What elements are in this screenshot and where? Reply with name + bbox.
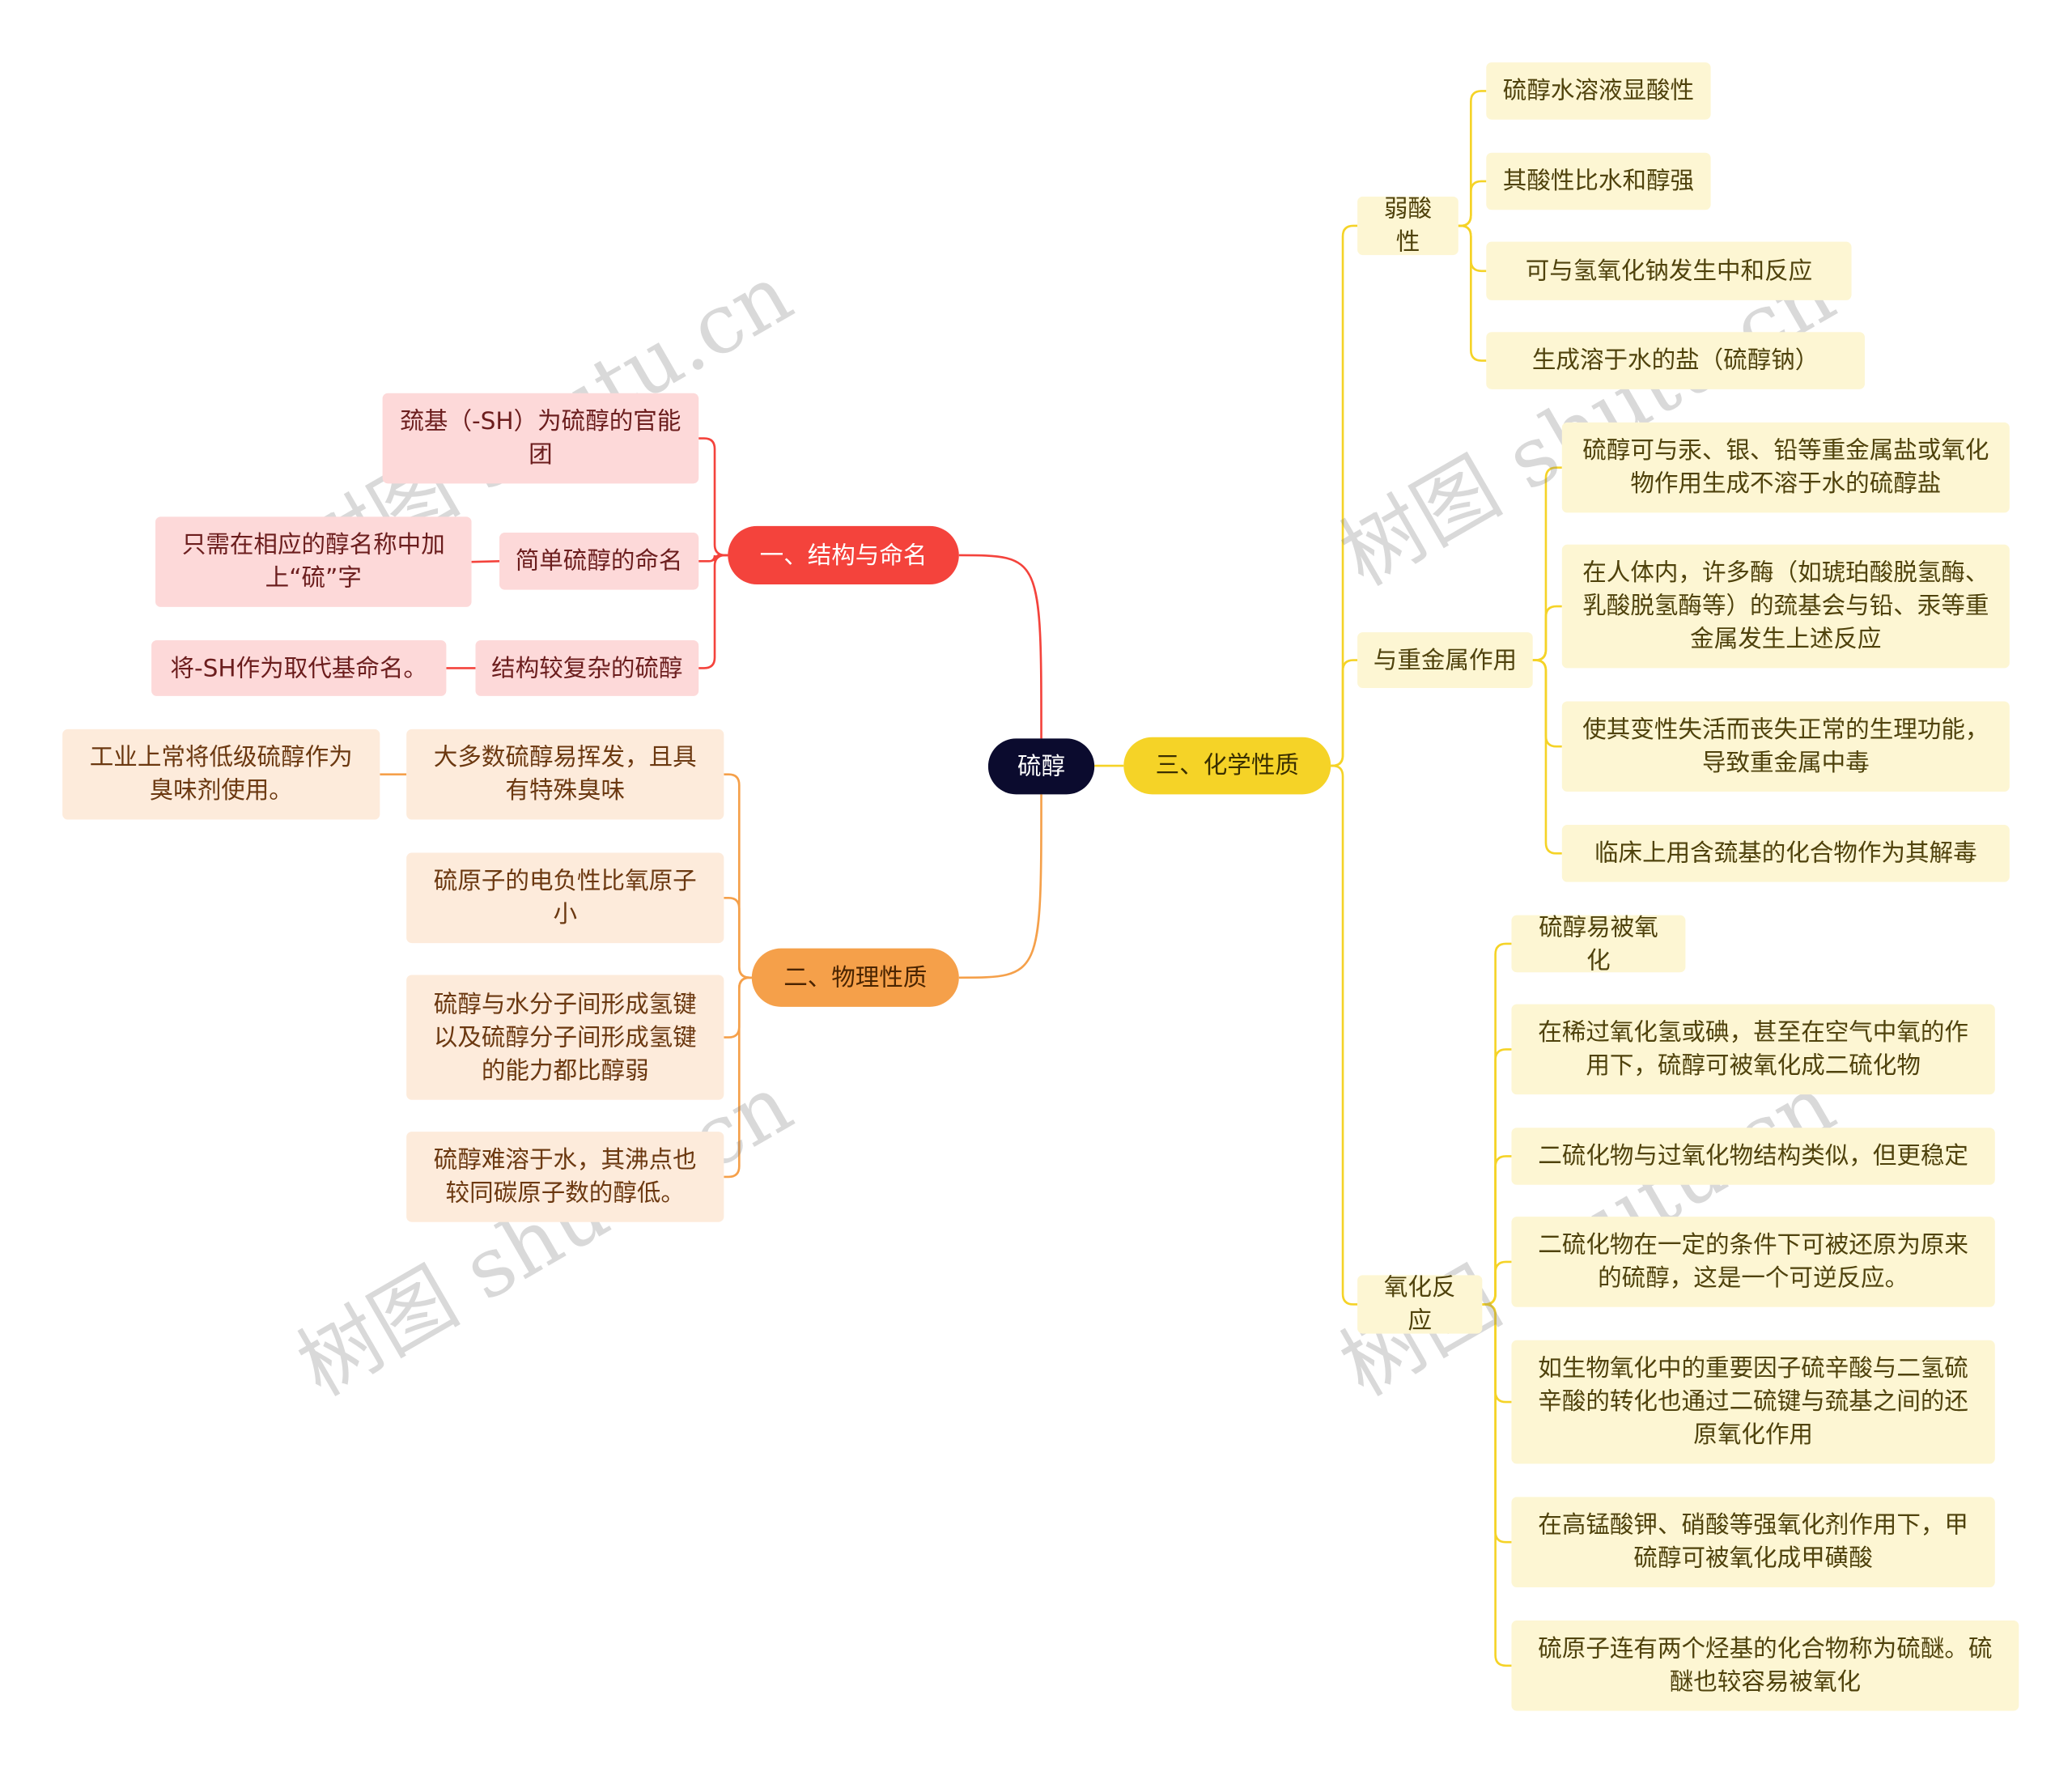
topic-node[interactable]: 结构较复杂的硫醇 xyxy=(475,639,699,696)
connector-line xyxy=(958,794,1042,979)
detail-node[interactable]: 二硫化物在一定的条件下可被还原为原来的硫醇，这是一个可逆反应。 xyxy=(1511,1217,1995,1307)
topic-node[interactable]: 简单硫醇的命名 xyxy=(499,533,699,590)
branch-structure-naming[interactable]: 一、结构与命名 xyxy=(728,525,959,585)
connector-line xyxy=(1532,659,1562,855)
connector-line xyxy=(1482,1155,1512,1306)
connector-line xyxy=(1458,224,1487,273)
connector-line xyxy=(1482,1260,1512,1306)
connector-line xyxy=(471,560,500,563)
connector-line xyxy=(1532,466,1562,661)
topic-weak-acidity[interactable]: 弱酸性 xyxy=(1357,195,1458,257)
detail-node[interactable]: 临床上用含巯基的化合物作为其解毒 xyxy=(1561,825,2010,882)
detail-node[interactable]: 硫原子连有两个烃基的化合物称为硫醚。硫醚也较容易被氧化 xyxy=(1511,1620,2019,1711)
topic-node[interactable]: 硫醇难溶于水，其沸点也较同碳原子数的醇低。 xyxy=(406,1132,724,1222)
detail-node[interactable]: 硫醇水溶液显酸性 xyxy=(1486,62,1711,120)
connector-line xyxy=(698,554,728,669)
detail-node[interactable]: 在人体内，许多酶（如琥珀酸脱氢酶、乳酸脱氢酶等）的巯基会与铅、汞等重金属发生上述… xyxy=(1561,544,2010,669)
connector-line xyxy=(724,976,752,1179)
detail-node[interactable]: 可与氢氧化钠发生中和反应 xyxy=(1486,241,1852,300)
detail-node[interactable]: 硫醇可与汞、银、铅等重金属盐或氧化物作用生成不溶于水的硫醇盐 xyxy=(1561,422,2010,513)
connector-line xyxy=(698,554,728,563)
root-node[interactable]: 硫醇 xyxy=(987,738,1095,795)
connector-line xyxy=(724,773,752,979)
connector-line xyxy=(1482,942,1512,1306)
detail-node[interactable]: 在稀过氧化氢或碘，甚至在空气中氧的作用下，硫醇可被氧化成二硫化物 xyxy=(1511,1004,1995,1095)
detail-node[interactable]: 在高锰酸钾、硝酸等强氧化剂作用下，甲硫醇可被氧化成甲磺酸 xyxy=(1511,1497,1995,1587)
connector-line xyxy=(1458,180,1487,227)
connector-line xyxy=(1331,224,1358,767)
connector-line xyxy=(1532,659,1562,748)
topic-node[interactable]: 巯基（-SH）为硫醇的官能团 xyxy=(382,393,699,484)
topic-heavy-metals[interactable]: 与重金属作用 xyxy=(1357,632,1533,689)
branch-physical-properties[interactable]: 二、物理性质 xyxy=(751,948,959,1007)
topic-node[interactable]: 硫醇与水分子间形成氢键以及硫醇分子间形成氢键的能力都比醇弱 xyxy=(406,975,724,1100)
connector-line xyxy=(724,897,752,979)
connector-line xyxy=(1482,1303,1512,1404)
detail-node[interactable]: 如生物氧化中的重要因子硫辛酸与二氢硫辛酸的转化也通过二硫键与巯基之间的还原氧化作… xyxy=(1511,1340,1995,1464)
connector-line xyxy=(1331,764,1358,1306)
topic-oxidation[interactable]: 氧化反应 xyxy=(1357,1274,1483,1335)
topic-node[interactable]: 大多数硫醇易挥发，且具有特殊臭味 xyxy=(406,728,724,820)
detail-node[interactable]: 其酸性比水和醇强 xyxy=(1486,152,1711,210)
detail-node[interactable]: 二硫化物与过氧化物结构类似，但更稳定 xyxy=(1511,1128,1995,1185)
connector-line xyxy=(1458,90,1487,227)
connector-line xyxy=(724,976,752,1039)
topic-node[interactable]: 硫原子的电负性比氧原子小 xyxy=(406,852,724,944)
connector-line xyxy=(698,437,728,557)
connector-line xyxy=(1458,224,1487,362)
detail-node[interactable]: 硫醇易被氧化 xyxy=(1511,913,1686,975)
detail-node[interactable]: 工业上常将低级硫醇作为臭味剂使用。 xyxy=(62,728,380,820)
connector-line xyxy=(1482,1303,1512,1667)
detail-node[interactable]: 将-SH作为取代基命名。 xyxy=(151,639,447,696)
connector-line xyxy=(1331,659,1358,767)
connector-line xyxy=(1532,605,1562,661)
detail-node[interactable]: 生成溶于水的盐（硫醇钠） xyxy=(1486,332,1865,389)
detail-node[interactable]: 只需在相应的醇名称中加上“硫”字 xyxy=(155,516,472,607)
detail-node[interactable]: 使其变性失活而丧失正常的生理功能，导致重金属中毒 xyxy=(1561,701,2010,792)
connector-line xyxy=(1482,1303,1512,1544)
connector-line xyxy=(958,554,1042,739)
branch-chemical-properties[interactable]: 三、化学性质 xyxy=(1123,737,1331,795)
